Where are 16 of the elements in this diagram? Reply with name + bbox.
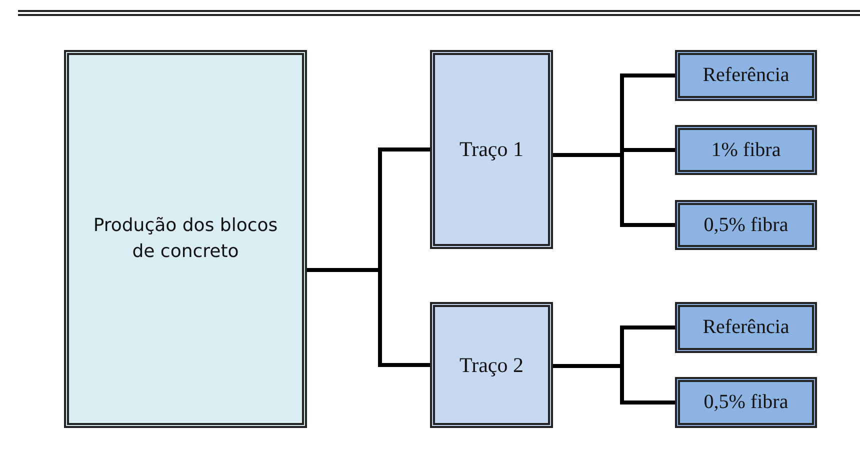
node-label: Traço 2 — [460, 352, 524, 379]
result-box — [675, 125, 817, 175]
node-label: Referência — [702, 315, 790, 340]
result-box — [675, 50, 817, 101]
node-label: Referência — [702, 63, 790, 88]
process-box — [430, 302, 553, 428]
node-label: 0,5% fibra — [704, 212, 788, 238]
node-label: 0,5% fibra — [704, 390, 788, 415]
result-box — [675, 200, 817, 250]
process-box — [430, 50, 553, 249]
node-label: Produção dos blocos de concreto — [92, 214, 279, 264]
result-box — [675, 377, 817, 428]
node-label: Traço 1 — [460, 136, 524, 164]
result-box — [675, 302, 817, 353]
process-box — [64, 50, 307, 428]
node-label: 1% fibra — [711, 138, 781, 162]
